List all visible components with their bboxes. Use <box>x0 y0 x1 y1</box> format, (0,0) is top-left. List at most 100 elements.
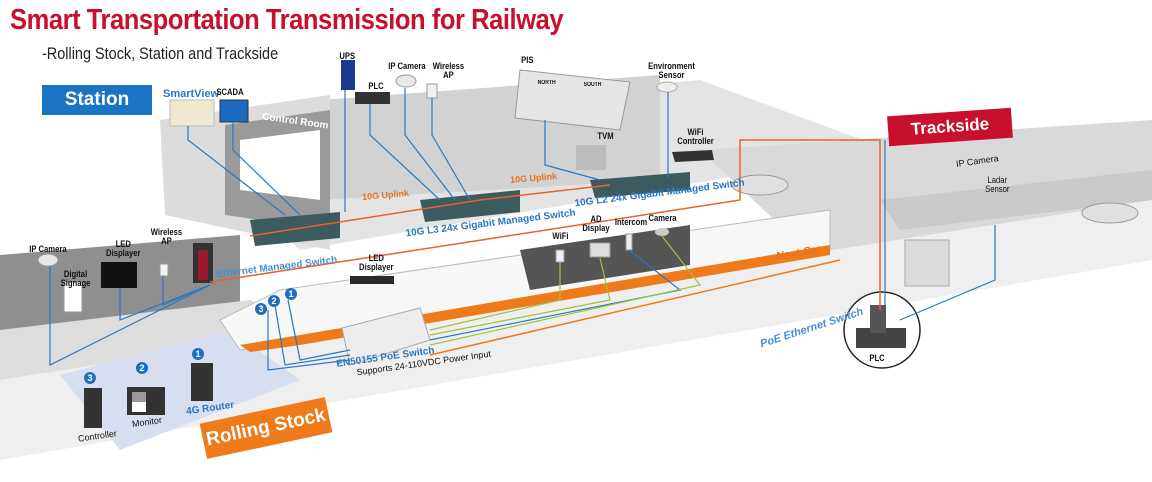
crossing <box>880 170 1152 230</box>
badge-2-train: 2 <box>268 295 280 307</box>
tvm-icon <box>576 145 606 170</box>
smartview-label: SmartView <box>163 88 220 100</box>
wifi-controller-icon <box>672 150 714 162</box>
link-camera <box>404 88 456 201</box>
intercom-label: Intercom <box>614 217 648 227</box>
station-banner: Station <box>42 85 152 115</box>
trackside-cabinet-icon <box>904 239 950 287</box>
link-ladar <box>899 225 996 321</box>
pis-label: PIS <box>521 55 534 65</box>
train-camera-label: Camera <box>648 213 677 223</box>
link-platform-ap <box>162 276 211 306</box>
link-platform-camera <box>49 266 211 366</box>
link-ad-display <box>429 257 611 336</box>
uplink-line-2 <box>209 139 881 310</box>
page-subtitle: -Rolling Stock, Station and Trackside <box>42 44 279 63</box>
wifi-controller-line1: WiFi <box>687 127 704 137</box>
trackside-plc-label: PLC <box>869 353 885 363</box>
monitor-screen-q3 <box>132 402 146 412</box>
ladar-line1: Ladar <box>987 175 1008 185</box>
ethernet-switch-ports <box>198 250 208 280</box>
control-room-screen <box>240 130 320 200</box>
platform-ap-line2: AP <box>161 236 172 247</box>
platform-ap-line1: Wireless <box>150 227 183 237</box>
link-led <box>119 284 211 321</box>
scada-icon <box>219 99 249 123</box>
badge-1-train: 1 <box>285 288 297 300</box>
ups-label: UPS <box>339 51 356 61</box>
link-badge-3 <box>267 310 351 371</box>
digital-signage-icon <box>63 281 83 313</box>
smartview-icon <box>169 99 215 127</box>
wireless-ap-label-line2: AP <box>443 70 454 81</box>
train-wifi-label: WiFi <box>552 231 569 241</box>
signage-line1: Digital <box>63 269 88 279</box>
l2-switch-icon <box>590 172 690 198</box>
ladar-line2: Sensor <box>985 184 1010 195</box>
wifi-controller-line2: Controller <box>677 136 714 147</box>
link-pis <box>544 120 601 181</box>
badge-3-train: 3 <box>255 303 267 315</box>
wireless-ap-label-line1: Wireless <box>432 61 465 71</box>
intercom-icon <box>625 233 633 251</box>
link-badge-2 <box>274 304 351 366</box>
link-smartview <box>187 126 286 216</box>
led-displayer-icon <box>101 262 137 288</box>
plc-label: PLC <box>368 81 384 91</box>
badge-2-monitor: 2 <box>136 362 148 374</box>
ups-icon <box>341 60 355 90</box>
plc-icon <box>355 92 390 104</box>
ad-display-icon <box>589 242 611 258</box>
train-led-line2: Displayer <box>359 262 394 273</box>
environment-sensor-icon <box>656 81 678 93</box>
signage-line2: Signage <box>60 278 91 289</box>
link-next-car <box>429 259 841 356</box>
pis-south: SOUTH <box>583 82 602 88</box>
ad-line2: Display <box>582 223 610 234</box>
ip-camera-label: IP Camera <box>388 61 426 71</box>
platform-wireless-ap-icon <box>159 263 169 277</box>
pis-north: NORTH <box>537 80 556 86</box>
scada-label: SCADA <box>216 87 244 97</box>
ip-camera-icon <box>395 74 417 88</box>
track-bed <box>0 200 1152 460</box>
led-line2: Displayer <box>106 248 141 259</box>
badge-3-controller: 3 <box>84 372 96 384</box>
link-badge-1 <box>287 299 351 361</box>
ad-line1: AD <box>590 214 602 224</box>
platform-ip-camera-icon <box>37 253 59 267</box>
rolling-stock-zone <box>60 330 300 450</box>
pis-board-icon <box>514 69 631 131</box>
led-line1: LED <box>115 239 131 249</box>
link-train-wifi <box>429 262 561 331</box>
uplink-line-1 <box>249 184 611 237</box>
link-train-camera <box>429 235 702 346</box>
monitor-screen-q1 <box>132 392 146 402</box>
train-camera-icon <box>655 228 669 236</box>
platform-ip-camera-label: IP Camera <box>29 244 67 254</box>
train-led-displayer-icon <box>350 276 394 284</box>
link-ap <box>431 98 471 201</box>
badge-1-router: 1 <box>192 348 204 360</box>
link-scada <box>232 122 301 216</box>
car-icon <box>731 174 789 196</box>
car-icon-2 <box>1081 202 1139 224</box>
wireless-ap-icon <box>426 83 438 99</box>
page-title: Smart Transportation Transmission for Ra… <box>10 4 564 36</box>
link-plc <box>369 104 441 201</box>
env-sensor-line1: Environment <box>648 61 695 71</box>
tvm-label: TVM <box>597 131 614 141</box>
trackside-poe-switch-icon <box>870 305 886 333</box>
trackside-plc-icon <box>856 328 906 348</box>
router-icon <box>191 363 213 401</box>
